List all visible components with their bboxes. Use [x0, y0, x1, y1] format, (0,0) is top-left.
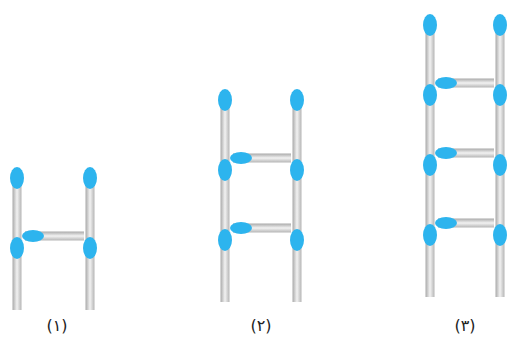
match-head — [218, 159, 232, 181]
matchstick-figure — [423, 14, 507, 297]
match-head — [493, 84, 507, 106]
match-head — [493, 224, 507, 246]
figure-number: (٣) — [430, 316, 500, 336]
figure-number: (٢) — [226, 316, 296, 336]
match-head — [423, 224, 437, 246]
match-head — [423, 14, 437, 36]
match-head — [83, 167, 97, 189]
matchstick-figure — [10, 167, 97, 310]
match-head — [435, 217, 457, 229]
match-head — [493, 154, 507, 176]
match-head — [435, 147, 457, 159]
match-head — [218, 89, 232, 111]
match-head — [290, 159, 304, 181]
matchstick-figure — [218, 89, 304, 302]
match-head — [290, 89, 304, 111]
match-head — [290, 229, 304, 251]
match-head — [83, 237, 97, 259]
match-head — [423, 84, 437, 106]
match-head — [218, 229, 232, 251]
match-head — [493, 14, 507, 36]
figure-number: (١) — [22, 316, 92, 336]
match-head — [230, 222, 252, 234]
match-head — [423, 154, 437, 176]
match-head — [10, 237, 24, 259]
match-head — [435, 77, 457, 89]
match-head — [22, 230, 44, 242]
match-head — [230, 152, 252, 164]
match-head — [10, 167, 24, 189]
